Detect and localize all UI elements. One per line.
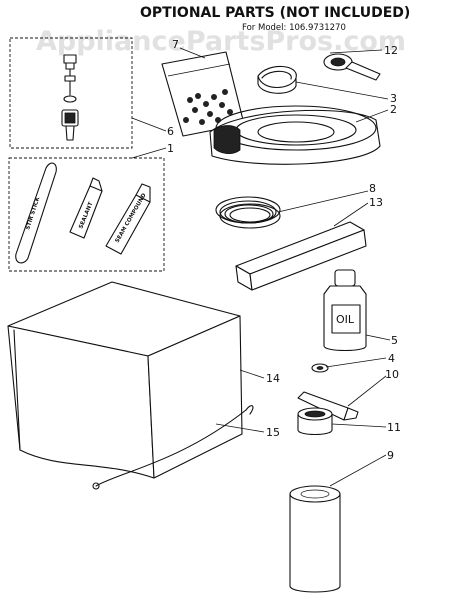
part-5-oil-bottle: OIL [323, 269, 367, 352]
part-2-insulation-roll [209, 105, 381, 165]
callout-7: 7 [172, 38, 179, 51]
part-12-tape-roll [323, 53, 381, 81]
part-1-sealant-kit: STIR STICK SEALANT SEAM COMPOUND [8, 157, 165, 272]
callout-12: 12 [384, 44, 398, 57]
callout-13: 13 [369, 196, 383, 209]
callout-10: 10 [385, 368, 399, 381]
callout-14: 14 [266, 372, 280, 385]
part-9-spray-can [289, 485, 341, 593]
callout-numbers: 1 2 3 4 5 6 7 8 9 10 11 12 13 14 15 [167, 38, 401, 462]
callout-4: 4 [388, 352, 395, 365]
part-6-valve-kit [9, 37, 133, 149]
model-number: For Model: 106.9731270 [242, 23, 346, 33]
callout-5: 5 [391, 334, 398, 347]
callout-2: 2 [390, 103, 397, 116]
part-13-foam-block [235, 221, 367, 291]
part-7-hardware-bag [161, 51, 245, 137]
part-14-cover [7, 281, 243, 479]
callout-3: 3 [390, 92, 397, 105]
callout-11: 11 [387, 421, 401, 434]
part-4-washer [311, 363, 329, 373]
part-15-cord [92, 405, 254, 490]
diagram-title: OPTIONAL PARTS (NOT INCLUDED) [140, 5, 410, 21]
leader-lines [131, 47, 391, 487]
part-8-tubing-coil [215, 196, 281, 229]
callout-6: 6 [167, 125, 174, 138]
oil-label: OIL [336, 313, 355, 326]
callout-15: 15 [266, 426, 280, 439]
callout-9: 9 [387, 449, 394, 462]
part-3-gasket-strip [257, 65, 297, 94]
part-11-can [297, 407, 333, 436]
callout-8: 8 [369, 182, 376, 195]
watermark: AppliancePartsPros.com [36, 26, 406, 57]
callout-1: 1 [167, 142, 174, 155]
